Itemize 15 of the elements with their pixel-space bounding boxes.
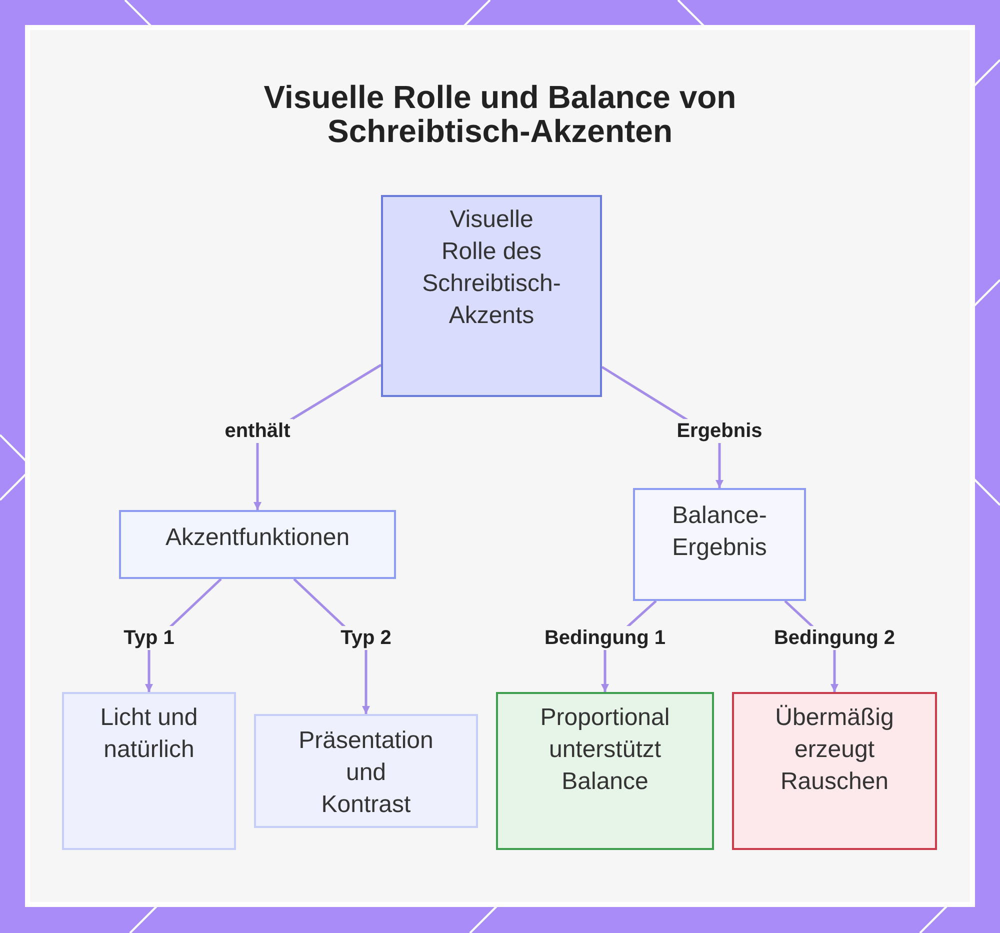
type-box <box>62 692 236 850</box>
node-text: Balance-Ergebnis <box>671 501 768 563</box>
node-text: Proportional unterstützt Balance <box>539 703 671 797</box>
condition-box <box>496 692 714 850</box>
category-box <box>119 510 396 579</box>
concept-box <box>381 195 602 397</box>
node-text: Akzentfunktionen <box>164 523 351 553</box>
node-text: Präsentation und Kontrast <box>298 726 434 820</box>
node-text: Licht und natürlich <box>99 703 199 765</box>
condition-box <box>732 692 937 850</box>
node-text: Übermäßig erzeugt Rauschen <box>774 703 895 797</box>
diagram-title: Visuelle Rolle und Balance von Schreibtisch-Akzenten <box>262 80 738 148</box>
type-box <box>254 714 478 828</box>
category-box <box>633 488 806 601</box>
node-text: Visuelle Rolle des Schreibtisch-Akzents <box>421 205 562 331</box>
